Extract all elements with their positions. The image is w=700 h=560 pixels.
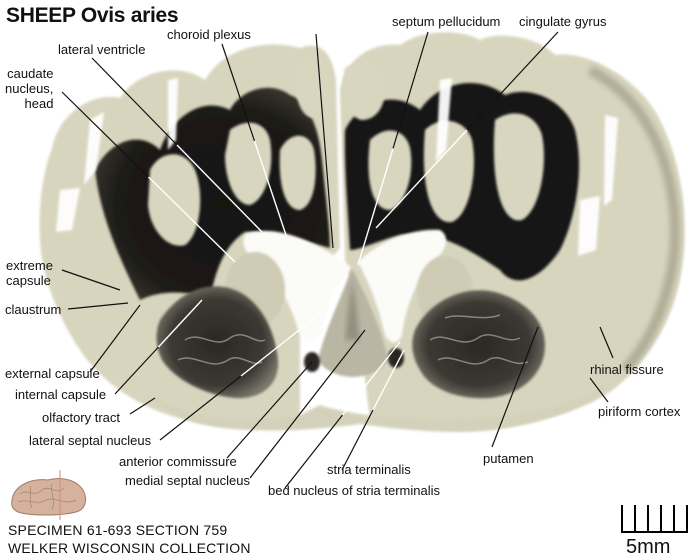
label-piriform-cortex: piriform cortex: [598, 404, 681, 419]
leader-line-external-capsule: [89, 304, 141, 373]
leader-line-medial-septal-nucleus: [249, 329, 366, 479]
leader-line-claustrum: [67, 302, 129, 310]
label-lateral-ventricle: lateral ventricle: [58, 42, 146, 57]
leader-line-midline-unlabeled: [315, 33, 334, 249]
leader-lines: [61, 31, 614, 489]
leader-line-internal-capsule: [157, 299, 203, 348]
label-claustrum: claustrum: [5, 302, 62, 317]
leader-line-caudate-nucleus-head: [148, 176, 236, 263]
white-matter-left: [95, 87, 330, 301]
leader-line-cingulate-gyrus: [375, 129, 468, 229]
label-septum-pellucidum: septum pellucidum: [392, 14, 501, 29]
scale-bar: [621, 505, 688, 533]
leader-line-cingulate-gyrus: [466, 31, 559, 131]
leader-line-lateral-septal-nucleus: [240, 311, 323, 377]
leader-line-septum-pellucidum: [357, 148, 394, 266]
label-stria-terminalis: stria terminalis: [327, 462, 411, 477]
label-bed-nucleus-stria-terminalis: bed nucleus of stria terminalis: [268, 483, 440, 498]
label-olfactory-tract: olfactory tract: [42, 410, 121, 425]
specimen-caption: SPECIMEN 61-693 SECTION 759: [8, 522, 228, 538]
page-title: SHEEP Ovis aries: [6, 4, 179, 27]
label-cingulate-gyrus: cingulate gyrus: [519, 14, 607, 29]
leader-line-anterior-commissure: [226, 361, 313, 459]
leader-line-caudate-nucleus-head: [61, 91, 149, 178]
label-anterior-commissure: anterior commissure: [119, 454, 237, 469]
leader-line-lateral-septal-nucleus: [159, 375, 242, 441]
label-choroid-plexus: choroid plexus: [167, 27, 251, 42]
leader-line-stria-terminalis: [341, 409, 374, 471]
leader-line-septum-pellucidum: [392, 31, 429, 149]
label-external-capsule: external capsule: [5, 366, 100, 381]
whole-brain-thumbnail: [11, 470, 87, 520]
leader-line-rhinal-fissure: [599, 326, 614, 359]
lateral-ventricle-right: [358, 229, 447, 343]
leader-line-choroid-plexus: [221, 43, 256, 142]
leader-line-bed-nucleus-stria-terminalis: [341, 341, 401, 416]
label-rhinal-fissure: rhinal fissure: [590, 362, 664, 377]
leader-line-choroid-plexus: [253, 140, 288, 239]
leader-line-piriform-cortex: [589, 377, 609, 403]
leader-line-internal-capsule: [114, 346, 159, 395]
leader-line-lateral-ventricle: [91, 57, 178, 146]
collection-caption: WELKER WISCONSIN COLLECTION: [8, 540, 251, 556]
label-internal-capsule: internal capsule: [15, 387, 107, 402]
label-lateral-septal-nucleus: lateral septal nucleus: [29, 433, 152, 448]
leader-line-stria-terminalis: [372, 349, 405, 411]
leader-line-lateral-ventricle: [176, 144, 263, 233]
leader-line-putamen: [491, 326, 539, 448]
leader-line-bed-nucleus-stria-terminalis: [284, 414, 343, 489]
leader-line-olfactory-tract: [129, 397, 156, 415]
leader-line-extreme-capsule: [61, 269, 121, 291]
label-putamen: putamen: [483, 451, 534, 466]
label-medial-septal-nucleus: medial septal nucleus: [125, 473, 251, 488]
scale-bar-label: 5mm: [626, 536, 671, 558]
